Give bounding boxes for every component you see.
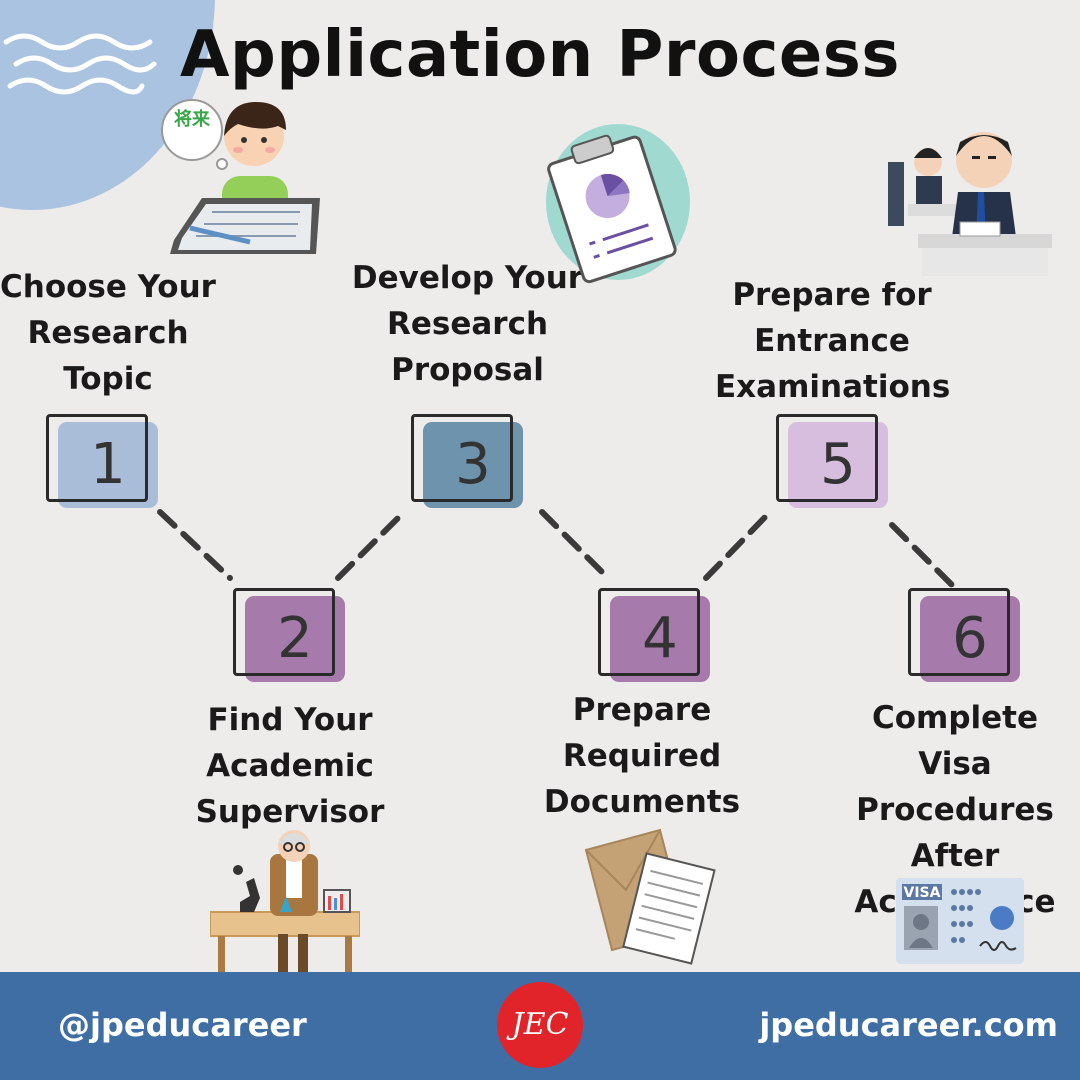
step-5-number: 5 (820, 432, 856, 497)
envelope-document-icon (584, 828, 716, 965)
connector-2-3 (335, 509, 407, 581)
step-5-box: 5 (776, 414, 888, 508)
thought-bubble-text: 将来 (174, 108, 211, 130)
social-handle: @jpeducareer (58, 1006, 307, 1044)
step-3-number: 3 (455, 432, 491, 497)
visa-card-icon: VISA (896, 878, 1024, 964)
step-1-number: 1 (90, 432, 126, 497)
step-2-box: 2 (233, 588, 345, 682)
step-6-box: 6 (908, 588, 1020, 682)
step-5-label: Prepare for Entrance Examinations (715, 277, 951, 405)
step-4-label: Prepare Required Documents (543, 692, 741, 820)
connector-1-2 (157, 509, 233, 581)
student-thinking-icon: 将来 (161, 99, 320, 254)
jec-logo: JEC (497, 982, 583, 1068)
waves-icon (3, 33, 157, 95)
connector-3-4 (539, 509, 611, 581)
step-4-number: 4 (642, 606, 678, 671)
connector-4-5 (703, 509, 773, 581)
step-4-box: 4 (598, 588, 710, 682)
step-1-label: Choose Your Research Topic (0, 269, 216, 397)
step-3-label: Develop Your Research Proposal (351, 260, 584, 388)
professor-scientist-icon (210, 830, 360, 986)
step-2-number: 2 (277, 606, 313, 671)
website-url: jpeducareer.com (759, 1006, 1058, 1044)
page-title: Application Process (180, 18, 900, 92)
step-1-box: 1 (46, 414, 158, 508)
connector-5-6 (889, 522, 955, 588)
visa-card-text: VISA (904, 885, 941, 901)
clipboard-pie-chart-icon (546, 124, 690, 284)
logo-text: JEC (511, 1007, 569, 1042)
exam-students-icon (888, 122, 1052, 282)
step-6-number: 6 (952, 606, 988, 671)
step-2-label: Find Your Academic Supervisor (195, 702, 385, 830)
step-3-box: 3 (411, 414, 523, 508)
